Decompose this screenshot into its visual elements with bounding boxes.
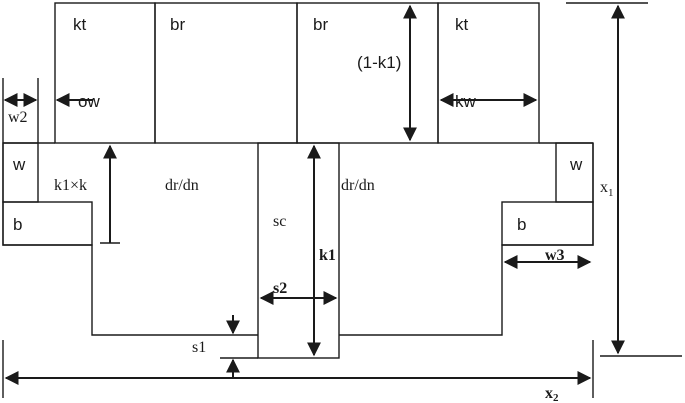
label-br-left: br bbox=[170, 15, 185, 34]
label-kw: kw bbox=[455, 92, 477, 111]
label-x2-sub: 2 bbox=[553, 392, 559, 403]
label-k1: k1 bbox=[319, 247, 336, 264]
kt-block-right bbox=[437, 2, 540, 144]
label-one-minus-k1: (1-k1) bbox=[357, 53, 401, 72]
label-drdn-right: dr/dn bbox=[341, 177, 375, 194]
label-k1xk: k1×k bbox=[54, 177, 87, 194]
kt-block-left bbox=[54, 2, 156, 144]
label-w2: w2 bbox=[8, 109, 28, 126]
label-w3: w3 bbox=[545, 247, 565, 264]
label-sc: sc bbox=[273, 213, 286, 230]
b-box-right bbox=[501, 201, 594, 246]
label-ow: ow bbox=[78, 92, 100, 111]
label-x2-base: x bbox=[545, 385, 553, 402]
label-kt-right: kt bbox=[455, 15, 469, 34]
label-drdn-left: dr/dn bbox=[165, 177, 199, 194]
body-outline-left bbox=[2, 143, 258, 336]
sc-slot bbox=[257, 142, 340, 359]
label-x2: x2 bbox=[545, 385, 559, 403]
label-x1-sub: 1 bbox=[608, 187, 614, 199]
label-b-left: b bbox=[13, 215, 22, 234]
label-br-right: br bbox=[313, 15, 328, 34]
b-box-left bbox=[2, 201, 93, 246]
label-x1: x1 bbox=[600, 179, 614, 199]
label-kt-left: kt bbox=[73, 15, 87, 34]
label-s1: s1 bbox=[192, 339, 206, 356]
label-w-left: w bbox=[12, 155, 26, 174]
label-x1-base: x bbox=[600, 179, 608, 196]
label-b-right: b bbox=[517, 215, 526, 234]
body-outline-right bbox=[339, 143, 594, 336]
label-w-right: w bbox=[569, 155, 583, 174]
label-s2: s2 bbox=[273, 280, 287, 297]
